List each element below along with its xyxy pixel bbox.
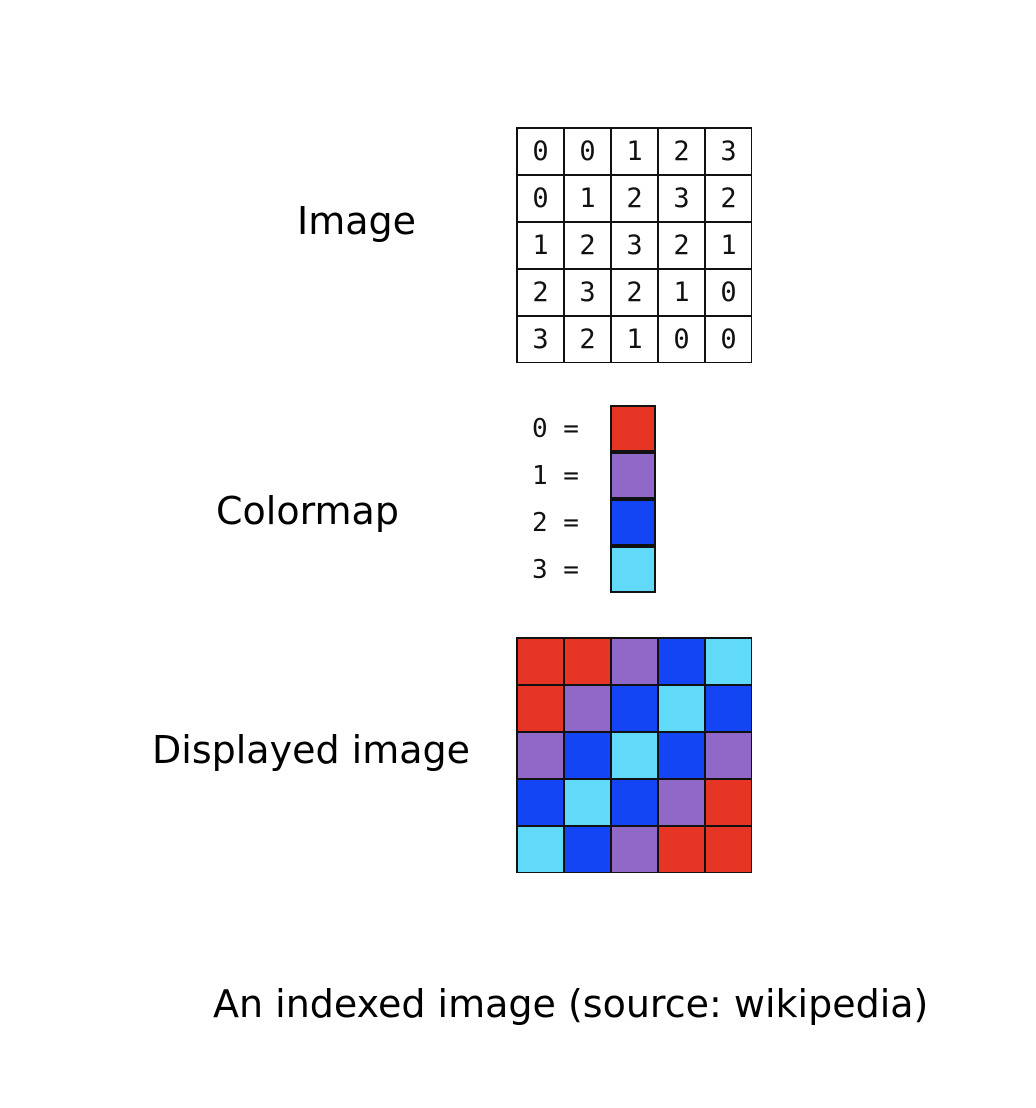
- index-cell: 2: [705, 175, 752, 222]
- colormap-entry: 0 =: [532, 405, 656, 452]
- colormap-swatch: [610, 405, 656, 452]
- color-cell: [705, 685, 752, 732]
- displayed-image-label: Displayed image: [152, 728, 471, 772]
- index-cell: 3: [517, 316, 564, 363]
- color-cell: [658, 779, 705, 826]
- colormap-swatch: [610, 451, 656, 499]
- color-cell: [658, 638, 705, 685]
- color-cell: [517, 732, 564, 779]
- index-cell: 0: [705, 316, 752, 363]
- color-cell: [517, 638, 564, 685]
- color-cell: [658, 732, 705, 779]
- colormap-legend: 0 = 1 = 2 = 3 =: [532, 405, 656, 593]
- color-cell: [564, 826, 611, 873]
- colormap-swatch: [610, 498, 656, 546]
- index-cell: 1: [658, 269, 705, 316]
- index-cell: 0: [517, 175, 564, 222]
- index-cell: 2: [564, 222, 611, 269]
- color-cell: [611, 685, 658, 732]
- colormap-key: 1 =: [532, 460, 579, 491]
- index-cell: 3: [705, 128, 752, 175]
- figure-caption: An indexed image (source: wikipedia): [213, 982, 929, 1026]
- color-cell: [658, 685, 705, 732]
- index-cell: 0: [564, 128, 611, 175]
- colormap-key: 3 =: [532, 554, 579, 585]
- colormap-swatch: [610, 545, 656, 593]
- index-cell: 3: [658, 175, 705, 222]
- color-cell: [705, 732, 752, 779]
- image-label: Image: [297, 199, 417, 243]
- color-cell: [564, 685, 611, 732]
- index-cell: 1: [564, 175, 611, 222]
- index-cell: 0: [658, 316, 705, 363]
- color-cell: [517, 779, 564, 826]
- color-cell: [705, 826, 752, 873]
- index-cell: 0: [517, 128, 564, 175]
- index-cell: 1: [611, 316, 658, 363]
- color-cell: [705, 779, 752, 826]
- displayed-image-grid: [516, 637, 752, 873]
- index-cell: 3: [611, 222, 658, 269]
- color-cell: [517, 685, 564, 732]
- color-cell: [564, 779, 611, 826]
- index-cell: 1: [611, 128, 658, 175]
- color-cell: [705, 638, 752, 685]
- index-cell: 2: [611, 269, 658, 316]
- color-cell: [564, 638, 611, 685]
- colormap-label: Colormap: [216, 489, 399, 533]
- colormap-key: 2 =: [532, 507, 579, 538]
- index-cell: 3: [564, 269, 611, 316]
- colormap-entry: 3 =: [532, 545, 656, 593]
- color-cell: [517, 826, 564, 873]
- index-cell: 0: [705, 269, 752, 316]
- color-cell: [611, 638, 658, 685]
- colormap-entry: 2 =: [532, 498, 656, 546]
- index-cell: 2: [517, 269, 564, 316]
- index-cell: 2: [564, 316, 611, 363]
- colormap-key: 0 =: [532, 413, 579, 444]
- index-cell: 1: [705, 222, 752, 269]
- index-cell: 2: [611, 175, 658, 222]
- color-cell: [564, 732, 611, 779]
- color-cell: [658, 826, 705, 873]
- color-cell: [611, 732, 658, 779]
- index-cell: 2: [658, 222, 705, 269]
- index-cell: 1: [517, 222, 564, 269]
- colormap-entry: 1 =: [532, 451, 656, 499]
- color-cell: [611, 826, 658, 873]
- color-cell: [611, 779, 658, 826]
- index-cell: 2: [658, 128, 705, 175]
